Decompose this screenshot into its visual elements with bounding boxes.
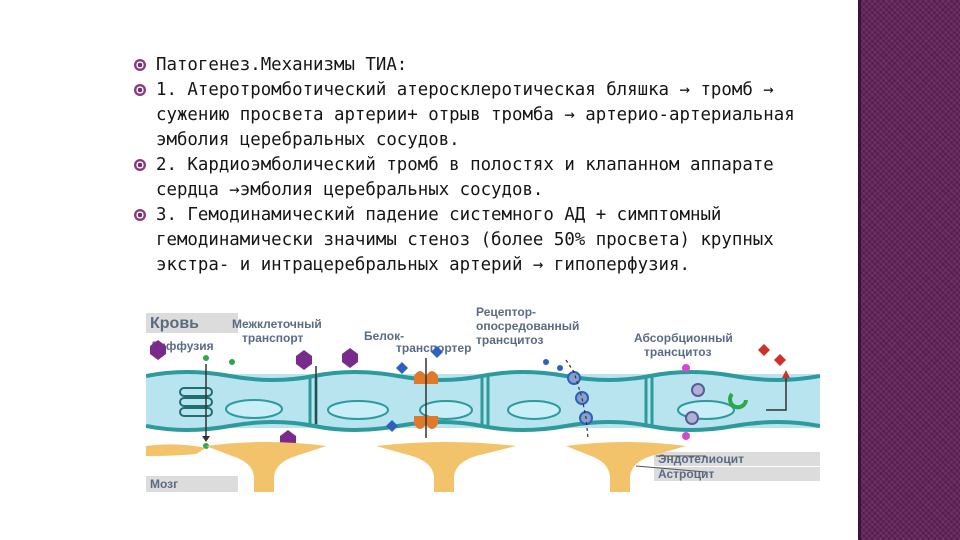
receptor-label-line3: трансцитоз xyxy=(476,333,543,347)
astrocyte-label-bar xyxy=(654,467,820,481)
molecule-hexagon xyxy=(296,350,312,370)
endothelium-label: Эндотелиоцит xyxy=(658,452,744,466)
decorative-side-strip xyxy=(858,0,960,540)
absorption-arrow xyxy=(766,376,787,411)
absorption-label-line2: трансцитоз xyxy=(644,345,711,359)
protein-transporter-label-line2: транспортер xyxy=(396,341,471,355)
ligand-dot xyxy=(543,359,549,365)
astrocyte-pointer xyxy=(635,465,707,473)
bullet-icon xyxy=(134,159,146,171)
vesicle xyxy=(567,371,581,385)
bullet-item: 3. Гемодинамический падение системного А… xyxy=(130,203,820,278)
absorption-label-line1: Абсорбционный xyxy=(634,331,733,345)
astrocyte-label: Астроцит xyxy=(658,467,714,481)
side-strip-edge xyxy=(858,0,861,540)
bullet-list: Патогенез.Механизмы ТИА: 1. Атеротромбот… xyxy=(130,53,820,278)
diffusion-channels xyxy=(179,387,213,417)
nucleus xyxy=(419,400,473,420)
molecule-diamond xyxy=(774,354,786,366)
blood-label-bar xyxy=(146,313,238,333)
receptor-shape xyxy=(728,392,748,410)
ligand-dot xyxy=(557,365,563,371)
bullet-icon xyxy=(134,209,146,221)
efflux-arrow-head xyxy=(782,370,790,378)
astrocyte-endfoot xyxy=(566,442,686,492)
bullet-icon xyxy=(134,59,146,71)
receptor-label-line1: Рецептор- xyxy=(476,306,536,319)
bullet-text: 1. Атеротромботический атеросклеротическ… xyxy=(156,80,795,150)
astrocyte-endfoot xyxy=(376,442,516,492)
receptor-label-line2: опосредованный xyxy=(476,319,579,333)
intercellular-label-line2: транспорт xyxy=(242,331,304,345)
intercellular-label-line1: Межклеточный xyxy=(232,317,322,331)
molecule-diamond xyxy=(386,420,398,432)
astrocyte-endfoot xyxy=(146,444,206,456)
molecule-hexagon xyxy=(342,348,358,368)
bullet-item: Патогенез.Механизмы ТИА: xyxy=(130,53,820,78)
bullet-item: 1. Атеротромботический атеросклеротическ… xyxy=(130,78,820,153)
diffusion-molecule xyxy=(203,355,209,361)
nucleus xyxy=(327,400,389,420)
blood-label: Кровь xyxy=(150,315,199,332)
cationic-molecule xyxy=(682,364,690,372)
molecule-hexagon xyxy=(150,340,166,360)
bullet-icon xyxy=(134,84,146,96)
nucleus xyxy=(507,400,561,420)
vesicle xyxy=(575,391,589,405)
bullet-text: 2. Кардиоэмболический тромб в полостях и… xyxy=(156,155,774,200)
receptor-path xyxy=(565,359,589,439)
molecule-diamond xyxy=(758,344,770,356)
nucleus xyxy=(225,399,283,419)
brain-label-bar xyxy=(146,476,238,492)
bullet-text: 3. Гемодинамический падение системного А… xyxy=(156,205,774,275)
bullet-item: 2. Кардиоэмболический тромб в полостях и… xyxy=(130,153,820,203)
bullet-text: Патогенез.Механизмы ТИА: xyxy=(156,55,408,75)
astrocyte-endfoot xyxy=(206,442,326,492)
diffusion-arrow-head xyxy=(202,436,210,442)
diffusion-molecule xyxy=(229,359,235,365)
protein-transporter-label-line1: Белок- xyxy=(364,329,404,343)
cationic-molecule xyxy=(682,432,690,440)
brain-label: Мозг xyxy=(150,477,178,491)
bbb-transport-diagram: Кровь Диффузия Межклеточный транспорт Бе… xyxy=(146,306,820,492)
vesicle xyxy=(685,411,699,425)
molecule-diamond xyxy=(431,346,443,358)
molecule-diamond xyxy=(396,362,408,374)
vesicle xyxy=(691,383,705,397)
